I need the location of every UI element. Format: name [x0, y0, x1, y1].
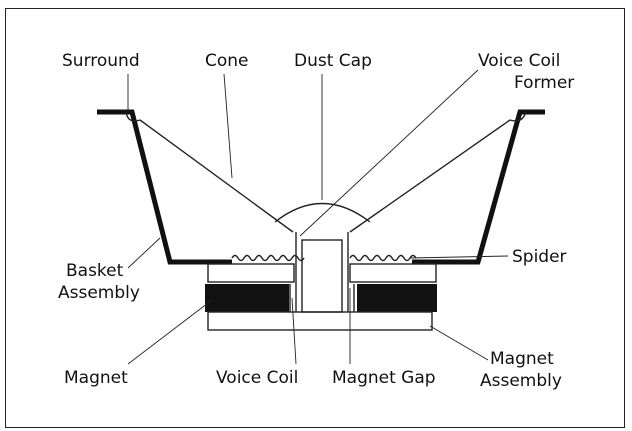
- leader-cone: [223, 73, 233, 179]
- leader-voice-coil: [291, 297, 297, 365]
- label-voice-coil-former-line1: Voice Coil: [478, 51, 560, 71]
- label-cone: Cone: [205, 51, 249, 71]
- basket-assembly-right: [412, 109, 545, 265]
- label-magnet: Magnet: [64, 368, 128, 388]
- surround-right: [509, 111, 527, 122]
- surround-left: [125, 111, 141, 122]
- leader-magnet-assembly: [429, 325, 489, 361]
- leader-magnet: [127, 299, 213, 365]
- basket-assembly-left: [97, 109, 232, 265]
- spider-right: [349, 254, 417, 262]
- label-basket-line1: Basket: [66, 261, 124, 281]
- top-plate-left: [207, 263, 295, 283]
- label-basket-line2: Assembly: [58, 283, 140, 303]
- leader-spider: [409, 255, 509, 259]
- dust-cap: [274, 202, 371, 223]
- pole-piece: [301, 239, 343, 313]
- label-voice-coil-former-line2: Former: [514, 73, 574, 93]
- magnet-left: [205, 284, 289, 312]
- leader-voice-coil-former: [299, 69, 479, 237]
- label-spider: Spider: [512, 247, 567, 267]
- cone-right: [349, 119, 511, 233]
- top-plate-right: [349, 263, 437, 283]
- cone-left: [139, 119, 294, 233]
- label-voice-coil: Voice Coil: [216, 368, 298, 388]
- back-plate: [207, 311, 433, 331]
- label-magnet-assembly-line1: Magnet: [490, 349, 554, 369]
- label-magnet-assembly-line2: Assembly: [480, 371, 562, 391]
- magnet-right: [357, 284, 437, 312]
- spider-left: [231, 254, 305, 262]
- diagram-frame: [5, 8, 625, 428]
- label-magnet-gap: Magnet Gap: [332, 368, 436, 388]
- leader-basket: [127, 237, 161, 269]
- label-dust-cap: Dust Cap: [294, 51, 372, 71]
- label-surround: Surround: [62, 51, 140, 71]
